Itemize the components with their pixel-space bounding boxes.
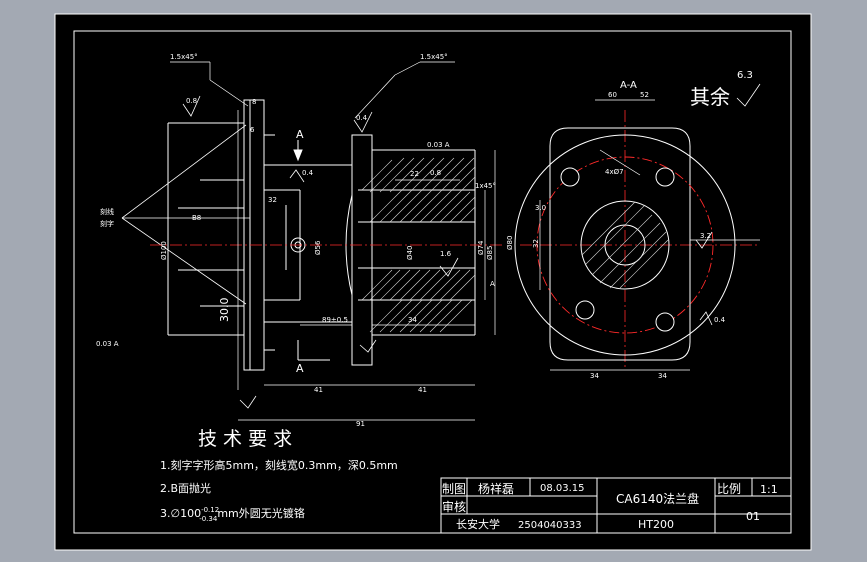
designer-name: 杨祥磊	[478, 481, 514, 496]
dim-section-b8: B8	[192, 214, 201, 222]
requirement-3: 3.∅100-0.12-0.34mm外圆无光镀铬	[160, 506, 305, 523]
requirement-2: 2.B面抛光	[160, 481, 211, 495]
scale-value: 1:1	[760, 483, 778, 496]
title-block	[440, 477, 792, 534]
inner-border	[73, 30, 792, 534]
dim-section-22: 22	[410, 170, 419, 178]
student-id: 2504040333	[518, 520, 582, 531]
dim-side-60: 60	[608, 91, 617, 99]
sheet-background	[55, 14, 811, 550]
dim-section-8: 8	[252, 98, 256, 106]
dim-dia-40: Ø40	[406, 246, 414, 260]
chamfer-label-left: 1.5x45°	[170, 53, 198, 61]
other-surfaces-roughness: 6.3	[737, 70, 753, 81]
engrave-label-2: 刻字	[100, 219, 114, 228]
main-section-view	[345, 134, 476, 366]
drawing-date: 08.03.15	[540, 483, 585, 494]
chamfer-label-bore: 1x45°	[475, 182, 496, 190]
material: HT200	[638, 518, 674, 531]
section-hatching	[361, 157, 476, 333]
dim-section-89: 89±0.5	[322, 316, 348, 324]
other-surfaces-label: 其余	[690, 85, 730, 109]
req3-prefix: 3.∅100	[160, 507, 201, 520]
dim-section-41b: 41	[418, 386, 427, 394]
dim-dia-56: Ø56	[314, 240, 322, 255]
dim-side-52: 52	[640, 91, 649, 99]
section-view-title: A-A	[620, 80, 637, 91]
datum-frame-1: 0.03 A	[427, 141, 450, 149]
chamfer-label-right: 1.5x45°	[420, 53, 448, 61]
roughness-r2: 0.8	[430, 169, 441, 177]
dim-side-hole: 4xØ7	[605, 168, 624, 176]
roughness-r7: 3.2	[700, 232, 711, 240]
sheet-number: 01	[746, 510, 760, 523]
dim-dia-74: Ø74	[477, 240, 485, 255]
datum-label: A	[490, 280, 495, 288]
roughness-r0: 0.8	[186, 97, 197, 105]
dim-section-91: 91	[356, 420, 365, 428]
req3-lower-tolerance: -0.34	[199, 515, 218, 523]
outer-border	[54, 13, 812, 551]
roughness-r3: 0.4	[302, 169, 314, 177]
dimension-lines	[167, 61, 496, 421]
centre-lines	[150, 110, 760, 370]
section-arrows	[293, 140, 330, 361]
engrave-label: 刻线	[100, 207, 114, 216]
roughness-r1: 0.4	[356, 114, 368, 122]
dim-section-41a: 41	[314, 386, 323, 394]
roughness-r8: 0.4	[714, 316, 726, 324]
dim-section-6: 6	[250, 126, 255, 134]
part-name: CA6140法兰盘	[616, 491, 699, 506]
section-mark-bottom: A	[296, 362, 304, 375]
dim-section-32: 32	[268, 196, 277, 204]
dim-side-3: 3.0	[535, 204, 546, 212]
dim-side-34b: 34	[658, 372, 667, 380]
reviewer-label: 审核	[442, 499, 466, 514]
engrave-leader-lines	[121, 124, 250, 305]
designer-label: 制图	[442, 482, 466, 496]
dim-dia-100: Ø100	[160, 241, 168, 260]
roughness-symbols	[182, 83, 761, 409]
requirement-1: 1.刻字字形高5mm，刻线宽0.3mm，深0.5mm	[160, 458, 398, 472]
req3-suffix: mm外圆无光镀铬	[217, 506, 304, 520]
scale-label: 比例	[717, 482, 741, 496]
dim-dia-80: Ø80	[506, 236, 514, 250]
end-view	[514, 99, 760, 371]
req3-upper-tolerance: -0.12	[201, 506, 219, 514]
school-name: 长安大学	[456, 517, 500, 531]
section-mark-top: A	[296, 128, 304, 141]
technical-requirements: 技 术 要 求 1.刻字字形高5mm，刻线宽0.3mm，深0.5mm 2.B面抛…	[160, 428, 398, 523]
dim-flange-30: 30.0	[218, 298, 231, 323]
roughness-r5: 1.6	[440, 250, 452, 258]
dim-side-34a: 34	[590, 372, 599, 380]
dim-side-32: 32	[532, 239, 540, 248]
dim-dia-85: Ø85	[486, 246, 494, 260]
requirements-heading: 技 术 要 求	[198, 428, 292, 450]
datum-frame-2: 0.03 A	[96, 340, 119, 348]
dim-section-34: 34	[408, 316, 417, 324]
